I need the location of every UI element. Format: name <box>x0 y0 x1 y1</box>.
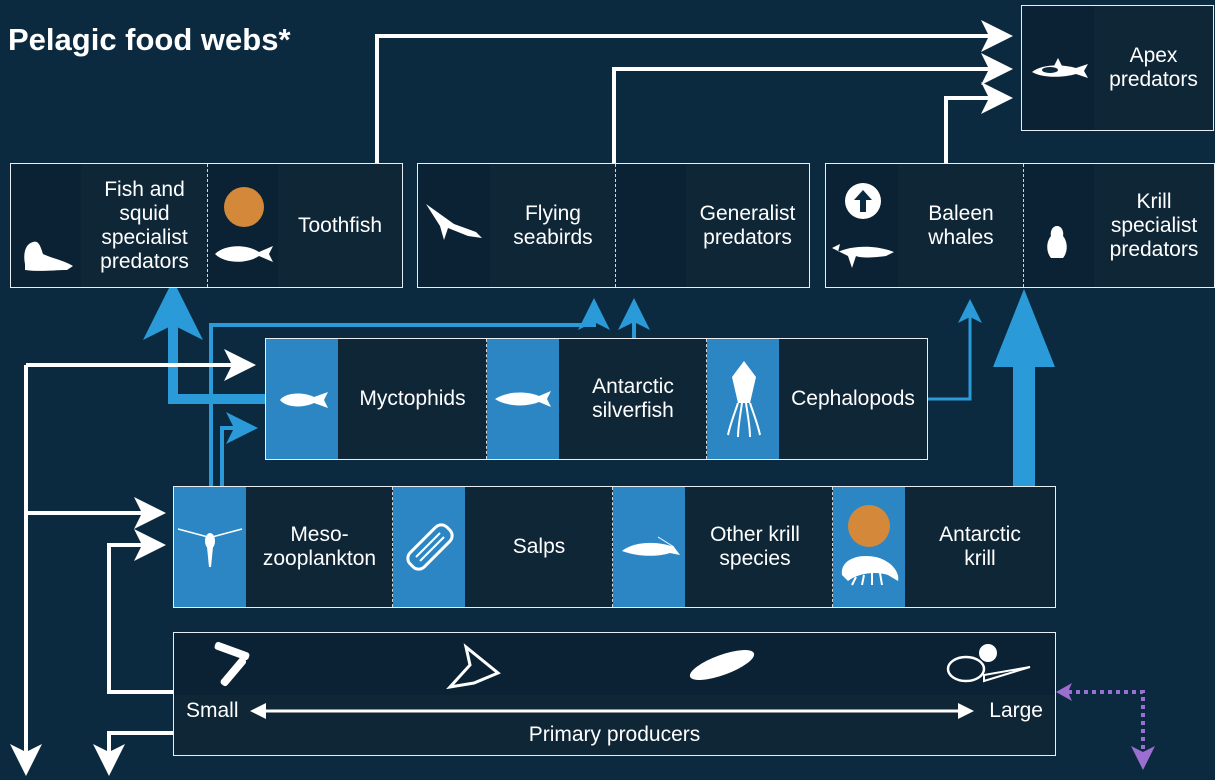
chain-diatom-icon <box>446 643 501 689</box>
salp-icon <box>406 523 454 571</box>
toothfish-label: Toothfish <box>297 213 383 237</box>
arrow-meso-to-myctophids <box>220 412 258 486</box>
arrow-cephalopods-to-whales <box>928 299 982 401</box>
copepod-icon <box>177 528 243 567</box>
arrow-myctophids-to-fish <box>143 280 265 404</box>
squid-icon <box>727 361 761 438</box>
arrow-meso-to-birds <box>209 298 610 486</box>
pennate-diatom-icon <box>689 650 755 680</box>
whale-icon <box>832 244 894 268</box>
myctophids-label: Myctophids <box>359 387 466 410</box>
myctophid-icon <box>280 392 328 408</box>
cephalopods-label: Cephalopods <box>791 387 915 410</box>
small-label: Small <box>186 699 239 722</box>
arrow-producers-down <box>93 731 175 776</box>
arrow-whales-to-apex <box>944 82 1013 163</box>
seal-icon <box>24 241 73 271</box>
silverfish-icon <box>495 391 551 407</box>
purple-arrowhead-left <box>1056 683 1072 701</box>
primary-producers-label: Primary producers <box>528 723 701 746</box>
orange-marker-krill <box>848 505 890 547</box>
penguin-icon <box>1047 226 1067 258</box>
krill-icon <box>622 536 680 556</box>
arrow-producers-to-meso <box>107 529 175 694</box>
albatross-icon <box>426 204 482 240</box>
node-primary-producers: Small Large Primary producers <box>173 632 1056 756</box>
big-arrow-krill-shaft <box>1013 360 1035 486</box>
size-scale-arrow <box>250 703 974 719</box>
orange-marker-toothfish <box>224 187 264 227</box>
salps-label: Salps <box>512 535 566 558</box>
orca-icon <box>1032 58 1088 78</box>
arrow-birds-to-apex <box>612 53 1013 163</box>
meso-label: Meso-zooplankton <box>262 523 377 570</box>
centric-diatom-icon <box>946 644 1031 683</box>
page-title: Pelagic food webs* <box>8 22 291 57</box>
antarctic-krill-icon <box>841 555 899 586</box>
large-label: Large <box>989 699 1043 722</box>
purple-link <box>1068 690 1155 770</box>
big-arrow-krill-head <box>993 289 1055 367</box>
upward-arrow-circle-icon <box>845 183 881 219</box>
diatom-rod-icon <box>214 641 250 687</box>
arrow-fish-to-apex <box>375 20 1013 163</box>
fish-icon <box>215 246 273 262</box>
